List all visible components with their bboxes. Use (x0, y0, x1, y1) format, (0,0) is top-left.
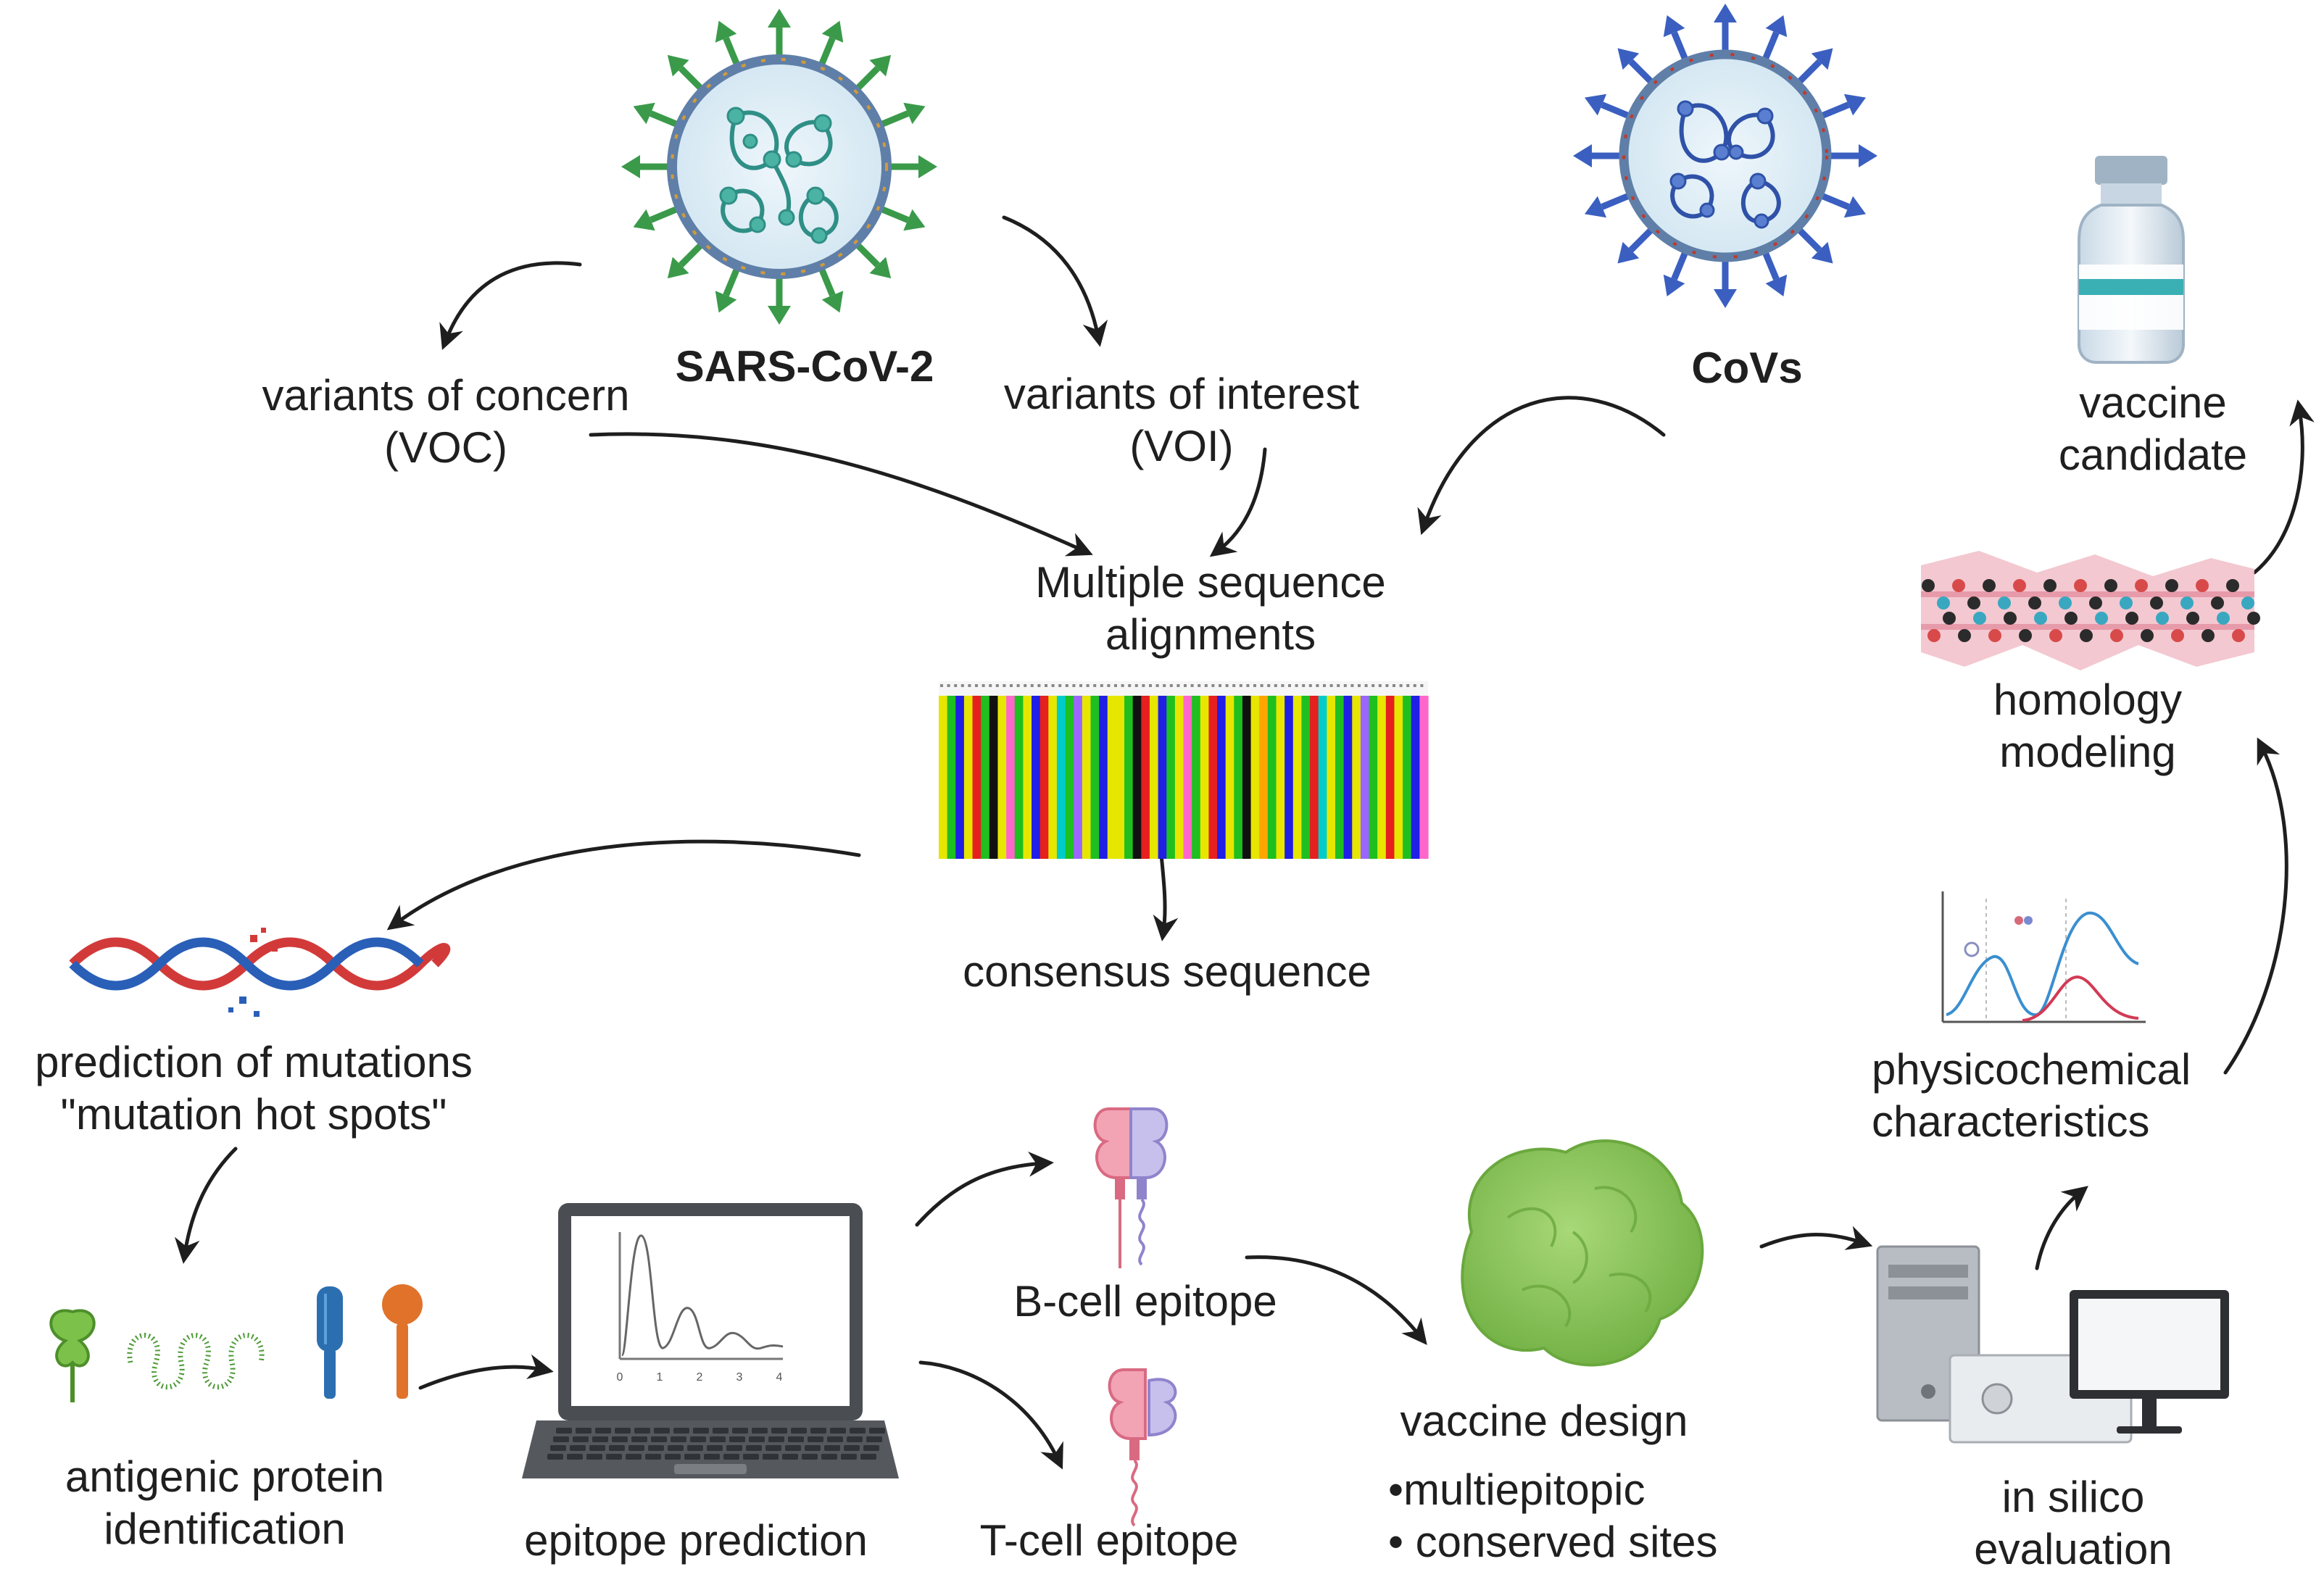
computer-workstation-icon (1876, 1245, 2229, 1444)
protein-structure-icon (1921, 551, 2260, 670)
physico-line-2: characteristics (1872, 1097, 2150, 1146)
epitope-prediction-label: epitope prediction (524, 1516, 868, 1565)
voi-line-1: variants of interest (1003, 370, 1360, 418)
voc-line-1: variants of concern (262, 371, 630, 420)
arrow-voi-to-msa (1209, 447, 1267, 557)
voc-line-2: (VOC) (384, 423, 507, 472)
physico-line-1: physicochemical (1872, 1045, 2191, 1094)
arrow-sars-to-voc (439, 261, 582, 351)
arrow-laptop-to-bcell (915, 1151, 1054, 1227)
arrow-voc-to-msa (589, 432, 1093, 557)
arrow-covs-to-msa (1417, 396, 1666, 536)
arrow-msa-to-mutations (386, 839, 861, 931)
in-silico-line-2: evaluation (1974, 1525, 2172, 1573)
antigenic-line-2: identification (104, 1505, 346, 1553)
in-silico-label: in silico evaluation (1899, 1471, 2247, 1576)
candidate-line-2: candidate (2058, 430, 2248, 479)
voc-label: variants of concern (VOC) (217, 370, 674, 474)
antigenic-line-1: antigenic protein (65, 1452, 385, 1501)
dna-mutation-icon (69, 928, 451, 1017)
msa-line-2: alignments (1105, 610, 1316, 659)
arrow-antigenic-to-laptop (418, 1354, 554, 1390)
arrow-laptop-to-tcell (918, 1360, 1063, 1470)
arrow-computer-to-physico (2035, 1186, 2088, 1270)
physicochemical-plot-icon (1941, 891, 2146, 1023)
mutations-line-1: prediction of mutations (35, 1038, 473, 1086)
msa-line-1: Multiple sequence (1035, 558, 1386, 607)
design-point-2: • conserved sites (1388, 1518, 1718, 1566)
design-point-1: •multiepitopic (1388, 1465, 1646, 1514)
antigenic-label: antigenic protein identification (22, 1451, 428, 1555)
msa-label: Multiple sequence alignments (986, 557, 1435, 661)
candidate-line-1: vaccine (2079, 378, 2227, 427)
t-cell-epitope-icon (1108, 1368, 1177, 1527)
b-cell-epitope-icon (1093, 1107, 1169, 1268)
laptop-tick-3: 3 (736, 1371, 743, 1384)
sars-cov-2-virus-icon (621, 9, 937, 325)
coronavirus-icon (1573, 4, 1877, 308)
consensus-label: consensus sequence (963, 947, 1371, 996)
homology-label: homology modeling (1943, 674, 2233, 778)
vaccine-vial-icon (2078, 156, 2185, 364)
physicochemical-label: physicochemical characteristics (1872, 1044, 2307, 1148)
homology-line-2: modeling (1999, 728, 2176, 776)
arrow-vaccine-to-computer (1759, 1226, 1873, 1250)
covs-label: CoVs (1691, 344, 1803, 392)
laptop-tick-1: 1 (657, 1371, 663, 1384)
vaccine-candidate-label: vaccine candidate (2001, 377, 2305, 481)
laptop-icon: 0 1 2 3 4 (522, 1203, 899, 1478)
arrow-physico-to-homology (2223, 737, 2288, 1075)
in-silico-line-1: in silico (2001, 1473, 2145, 1521)
arrow-homology-to-candidate (2252, 399, 2315, 575)
voi-label: variants of interest (VOI) (957, 368, 1406, 473)
tcell-label: T-cell epitope (979, 1516, 1239, 1565)
arrow-sars-to-voi (1002, 215, 1108, 347)
mutations-label: prediction of mutations "mutation hot sp… (0, 1036, 507, 1141)
laptop-tick-2: 2 (697, 1371, 703, 1384)
bcell-label: B-cell epitope (1013, 1277, 1277, 1326)
laptop-tick-0: 0 (617, 1371, 623, 1384)
sars-cov-2-label: SARS-CoV-2 (675, 342, 934, 391)
arrow-mutations-to-antigenic (174, 1147, 238, 1264)
vaccine-globule-icon (1461, 1139, 1704, 1367)
vaccine-design-label: vaccine design (1400, 1397, 1688, 1445)
sequence-alignment-icon (939, 681, 1429, 859)
laptop-tick-4: 4 (776, 1371, 783, 1384)
mutations-line-2: "mutation hot spots" (60, 1090, 447, 1139)
homology-line-1: homology (1993, 675, 2183, 724)
arrow-bcell-to-vaccine (1245, 1255, 1427, 1345)
antigenic-proteins-icon (49, 1284, 423, 1402)
voi-line-2: (VOI) (1129, 422, 1234, 470)
design-points: •multiepitopic • conserved sites (1388, 1464, 1794, 1568)
